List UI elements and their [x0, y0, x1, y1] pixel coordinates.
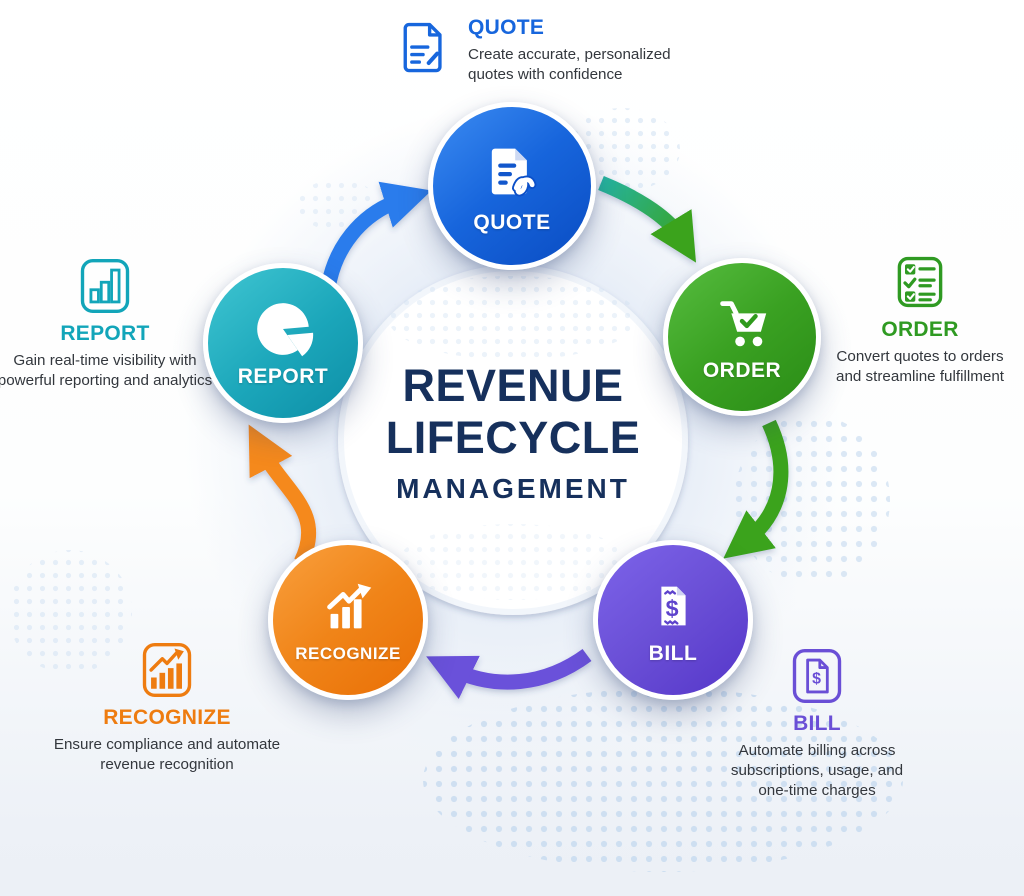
node-quote: QUOTE — [428, 102, 596, 270]
order-checklist-icon — [897, 256, 943, 308]
node-quote-label: QUOTE — [473, 210, 551, 234]
arrow-bill-to-recognize — [426, 648, 592, 699]
callout-report: REPORT Gain real-time visibility with po… — [0, 254, 216, 391]
quote-outline-document-icon — [403, 22, 442, 73]
title-line-revenue: REVENUE — [402, 360, 624, 411]
quote-document-pen-icon — [491, 148, 537, 196]
callout-bill: $ BILL Automate billing across subscript… — [723, 644, 911, 801]
bill-receipt-icon: $ — [661, 586, 686, 625]
recognize-growth-icon — [142, 643, 192, 697]
callout-quote: QUOTE Create accurate, personalized quot… — [394, 16, 704, 85]
callout-quote-title: QUOTE — [468, 16, 545, 39]
node-recognize-label: RECOGNIZE — [295, 643, 401, 663]
callout-bill-title: BILL — [793, 712, 841, 735]
node-bill-label: BILL — [648, 641, 698, 665]
callout-recognize-title: RECOGNIZE — [103, 706, 231, 729]
callout-order-title: ORDER — [881, 318, 959, 341]
callout-bill-description: Automate billing across subscriptions, u… — [730, 742, 904, 800]
callout-order: ORDER Convert quotes to orders and strea… — [824, 250, 1016, 387]
callout-report-description: Gain real-time visibility with powerful … — [0, 352, 213, 390]
halftone-dots-left — [8, 550, 132, 674]
node-recognize: RECOGNIZE — [268, 540, 428, 700]
title-line-lifecycle: LIFECYCLE — [385, 411, 641, 463]
recognize-growth-chart-icon — [327, 583, 372, 628]
center-title: REVENUE LIFECYCLE MANAGEMENT — [353, 360, 673, 505]
callout-recognize-description: Ensure compliance and automate revenue r… — [53, 736, 281, 774]
bill-dollar-document-icon: $ — [792, 649, 842, 703]
node-order: ORDER — [663, 258, 821, 416]
arrow-quote-to-order — [598, 176, 697, 263]
center-dots-top — [388, 276, 638, 360]
callout-order-description: Convert quotes to orders and streamline … — [836, 348, 1004, 386]
node-bill: $ BILL — [593, 540, 753, 700]
halftone-dots-right — [734, 415, 890, 585]
title-line-management: MANAGEMENT — [396, 472, 630, 504]
node-report: REPORT — [203, 263, 363, 423]
report-pie-chart-icon — [257, 302, 314, 356]
halftone-dots-bottom — [423, 688, 903, 872]
arrow-order-to-bill — [723, 419, 789, 559]
callout-report-title: REPORT — [60, 322, 150, 345]
callout-quote-description: Create accurate, personalized quotes wit… — [468, 46, 671, 84]
node-order-label: ORDER — [702, 358, 782, 382]
report-bar-chart-icon — [80, 259, 130, 313]
order-cart-check-icon — [720, 300, 767, 346]
svg-text:$: $ — [812, 671, 821, 688]
center-dots-bottom — [398, 524, 628, 600]
node-report-label: REPORT — [237, 364, 329, 388]
arrow-recognize-to-report — [248, 424, 317, 566]
svg-text:$: $ — [666, 595, 679, 621]
callout-recognize: RECOGNIZE Ensure compliance and automate… — [38, 638, 296, 775]
